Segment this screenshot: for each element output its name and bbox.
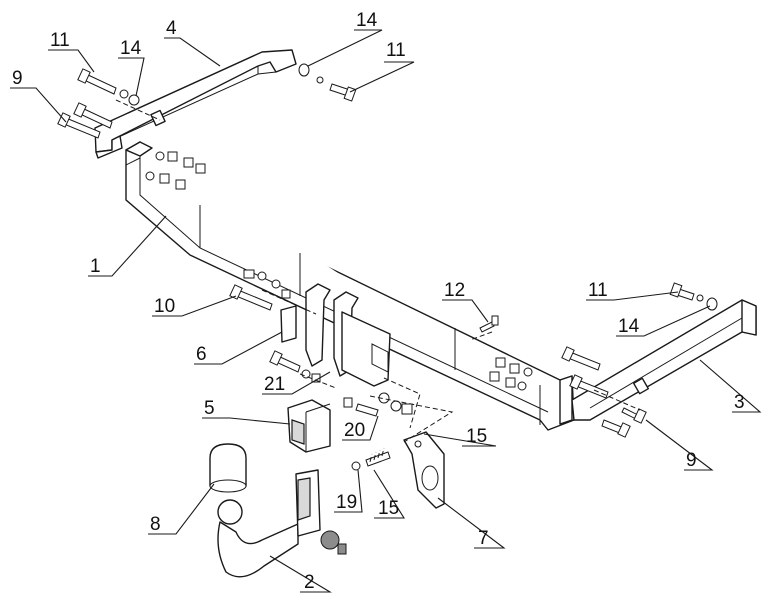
callout-9-left: 9: [12, 68, 23, 89]
callout-2: 2: [304, 572, 315, 593]
callout-14-right: 14: [618, 316, 640, 337]
callout-labels: 11 14 4 14 11 9 1 12 11 14 3 10 6 21 5 2…: [12, 10, 745, 593]
bolt-set-right-top: [669, 282, 718, 311]
callout-19: 19: [336, 492, 357, 513]
bolt-12: [479, 315, 499, 333]
callout-11-left: 11: [50, 30, 70, 51]
assembly-guide-lines: [115, 99, 641, 443]
left-side-bracket: [94, 49, 297, 159]
callout-8: 8: [150, 514, 161, 535]
callout-14-top: 14: [356, 10, 378, 31]
socket-plate: [403, 431, 445, 509]
callout-1: 1: [90, 256, 101, 277]
callout-6: 6: [196, 344, 207, 365]
buffer-block: [287, 399, 331, 453]
callout-11-top: 11: [386, 40, 406, 61]
callout-15-lower: 15: [378, 498, 399, 519]
callout-4: 4: [166, 18, 177, 39]
tow-ball-neck: [217, 469, 347, 578]
callout-15-upper: 15: [466, 426, 487, 447]
spacer-plate: [280, 305, 297, 343]
bolt-set-top: [298, 63, 357, 102]
bolt-set-21: [269, 350, 321, 383]
bolt-set-20: [343, 392, 413, 417]
ball-cover-cap: [209, 443, 247, 493]
callout-21: 21: [264, 374, 285, 395]
nut-set-right: [489, 357, 533, 391]
bolt-set-left-mid: [57, 102, 113, 139]
callout-3: 3: [734, 392, 745, 413]
bolt-set-9-right: [601, 407, 647, 438]
nut-set-left: [145, 151, 206, 190]
callout-11-right: 11: [588, 280, 608, 301]
callout-leaders: [10, 29, 762, 593]
bolt-set-10: [229, 269, 291, 311]
callout-10: 10: [154, 296, 175, 317]
callout-14-left: 14: [120, 38, 142, 59]
right-side-bracket: [571, 299, 757, 421]
bolt-set-left-top: [77, 68, 140, 106]
callout-9-right: 9: [686, 450, 697, 471]
fasteners: [57, 63, 718, 471]
bolt-set-right-mid: [561, 346, 609, 399]
hitch-mount-plates: [305, 283, 391, 387]
bolt-set-19: [351, 447, 391, 471]
callout-5: 5: [204, 398, 215, 419]
callout-20: 20: [344, 420, 365, 441]
callout-12: 12: [444, 280, 465, 301]
callout-7: 7: [478, 528, 489, 549]
